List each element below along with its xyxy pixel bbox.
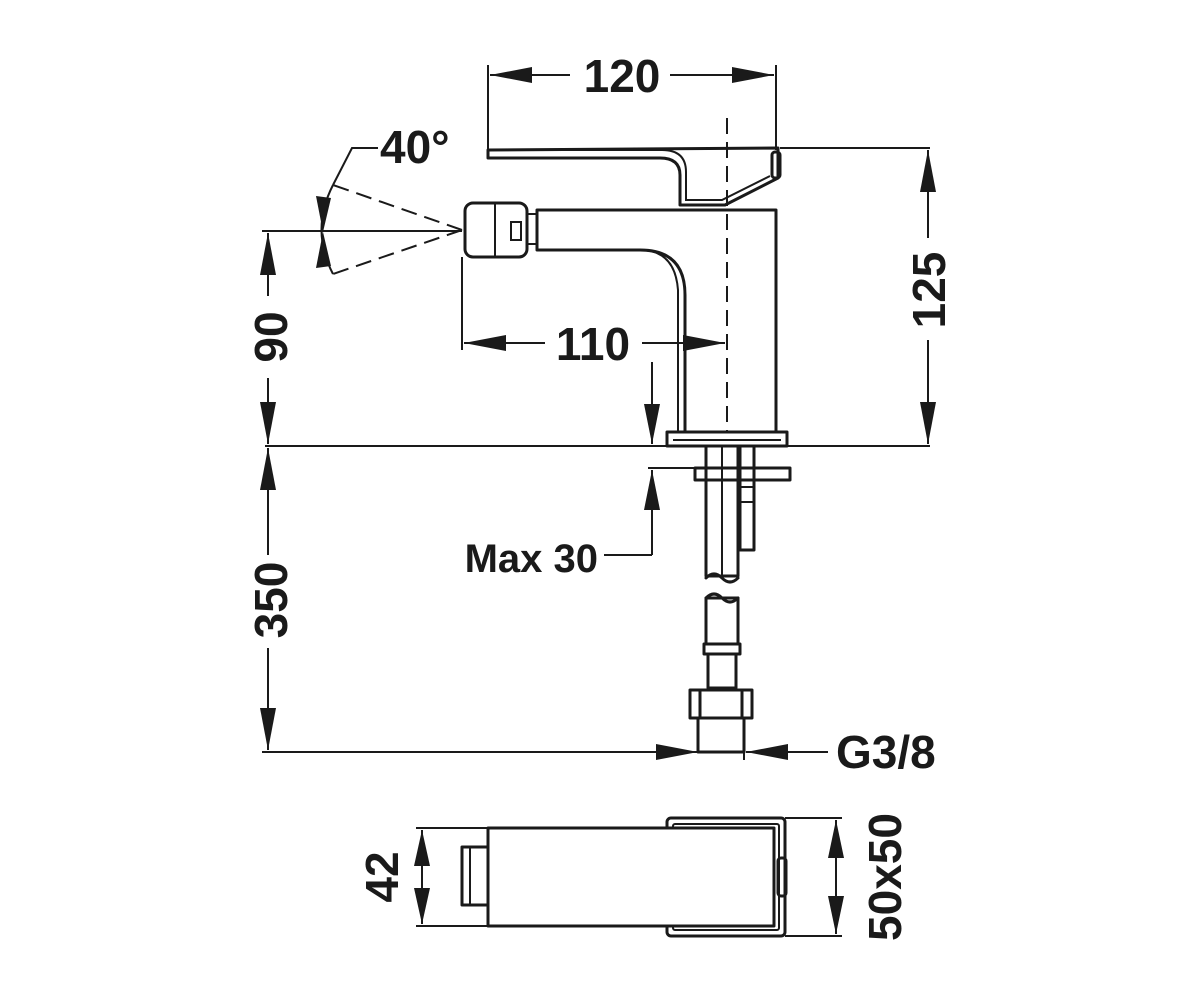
dim-arrow	[644, 470, 660, 510]
dim-label-110: 110	[556, 318, 630, 370]
dim-label-125: 125	[903, 252, 955, 329]
dim-arrow	[464, 335, 506, 351]
top-nozzle	[460, 845, 490, 907]
dim-label-90: 90	[245, 311, 297, 362]
dim-arrow	[656, 744, 698, 760]
side-elevation: 120 125 40° 90 110 3	[245, 50, 955, 778]
dim-arrow	[732, 67, 774, 83]
dim-arrow	[260, 448, 276, 490]
top-view: 42 50x50	[356, 813, 911, 941]
hose-neck	[706, 652, 738, 690]
lever-cap	[770, 150, 782, 180]
dim-arrow	[490, 67, 532, 83]
dim-arrow	[316, 232, 331, 268]
tilt-leader	[332, 147, 378, 186]
dim-arrow	[414, 888, 430, 924]
dim-label-350: 350	[245, 562, 297, 639]
dim-arrow	[828, 896, 844, 934]
supply-hose	[704, 596, 740, 646]
nozzle-swivel	[510, 221, 522, 241]
dim-arrow	[920, 150, 936, 192]
dim-arrow	[260, 233, 276, 275]
connection-end	[696, 716, 746, 754]
dim-arrow	[260, 402, 276, 444]
lever-handle	[486, 146, 780, 207]
dim-arrow	[828, 820, 844, 858]
fixing-nut	[693, 466, 792, 482]
dim-label-120: 120	[584, 50, 661, 102]
dim-arrow	[746, 744, 788, 760]
dim-arrow	[920, 402, 936, 444]
tilt-ray-lower	[332, 229, 463, 275]
spout-inner-curve	[537, 249, 679, 432]
top-body	[486, 826, 776, 928]
dim-label-50x50: 50x50	[859, 813, 911, 941]
tilt-ray-upper	[332, 184, 463, 231]
dim-label-max30: Max 30	[465, 537, 598, 581]
dim-arrow	[683, 335, 725, 351]
dim-label-40deg: 40°	[380, 121, 450, 173]
top-lever-cap	[776, 856, 788, 898]
lever-handle-detail	[500, 149, 771, 201]
dim-arrow	[644, 404, 660, 444]
threaded-stud	[738, 444, 756, 552]
nozzle-joint	[526, 213, 538, 245]
dim-arrow	[414, 830, 430, 866]
dim-label-42: 42	[356, 851, 408, 902]
dim-arrow	[316, 196, 331, 232]
dim-arrow	[260, 708, 276, 750]
dim-label-g38: G3/8	[836, 726, 936, 778]
pipe-break-top	[704, 572, 740, 584]
connection-nut	[688, 688, 754, 720]
